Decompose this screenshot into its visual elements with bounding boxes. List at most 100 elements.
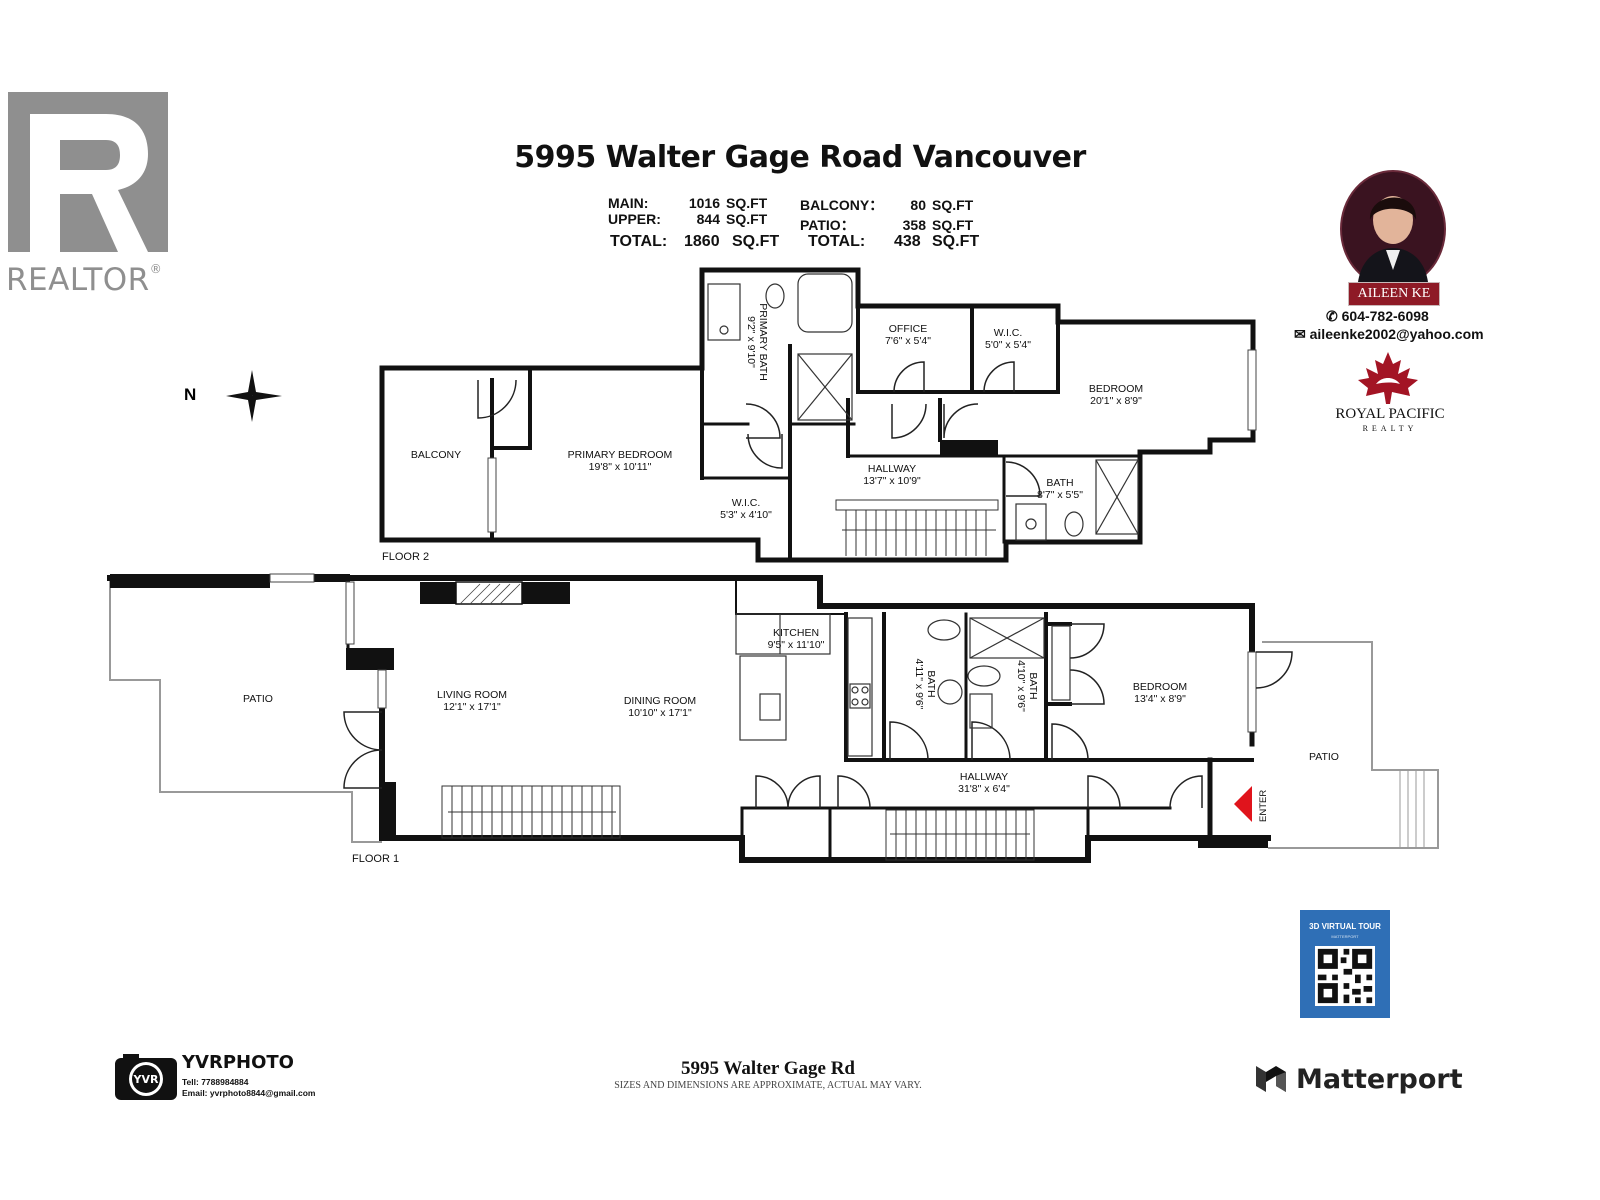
outdoor-total-value: 438 (894, 233, 921, 250)
phone-icon: ✆ (1326, 308, 1342, 324)
room-bath-a: BATH (925, 670, 937, 697)
room-wic-bedroom: W.I.C. (994, 327, 1023, 339)
svg-text:YVR: YVR (133, 1073, 159, 1086)
room-wic-primary: W.I.C. (732, 497, 761, 509)
room-patio-east: PATIO (1309, 751, 1339, 763)
room-wic-bedroom-dims: 5'0" x 5'4" (985, 339, 1031, 351)
room-dining: DINING ROOM (624, 695, 696, 707)
room-hallway-main: HALLWAY (960, 771, 1008, 783)
patio-unit: SQ.FT (932, 217, 974, 233)
realtor-logo (8, 92, 168, 252)
balcony-value: 80 (910, 197, 926, 213)
outdoor-total-unit: SQ.FT (932, 233, 980, 250)
main-label: MAIN: (608, 195, 649, 211)
compass-label: N (184, 385, 196, 404)
agent-email[interactable]: ✉ aileenke2002@yahoo.com (1294, 326, 1484, 342)
upper-label: UPPER: (608, 211, 661, 227)
patio-value: 358 (902, 217, 926, 233)
tour-subtitle: MATTERPORT (1331, 934, 1359, 939)
room-bath-upper-dims: 8'7" x 5'5" (1037, 489, 1083, 501)
east-steps (1399, 770, 1425, 848)
camera-logo-icon: YVR (115, 1054, 177, 1100)
room-bedroom-main: BEDROOM (1133, 681, 1187, 693)
room-bath-b: BATH (1027, 672, 1039, 699)
room-wic-primary-dims: 5'3" x 4'10" (720, 509, 772, 521)
room-primary-bedroom-dims: 19'8" x 10'11" (589, 461, 652, 473)
main-unit: SQ.FT (726, 195, 768, 211)
entry-arrow-icon (1234, 786, 1252, 822)
maple-leaf-icon (1358, 352, 1418, 404)
room-kitchen: KITCHEN (773, 627, 819, 639)
room-hallway-main-dims: 31'8" x 6'4" (958, 783, 1010, 795)
room-bedroom-upper: BEDROOM (1089, 383, 1143, 395)
room-bedroom-upper-dims: 20'1" x 8'9" (1090, 395, 1142, 407)
indoor-total-label: TOTAL: (610, 233, 668, 250)
footer-address: 5995 Walter Gage Rd (681, 1058, 855, 1079)
room-living-dims: 12'1" x 17'1" (443, 701, 501, 713)
room-living: LIVING ROOM (437, 689, 507, 701)
compass-icon: N (184, 370, 282, 422)
qr-code-icon[interactable] (1315, 946, 1375, 1006)
tour-title: 3D VIRTUAL TOUR (1309, 922, 1381, 931)
floor1-doors (343, 623, 1293, 809)
email-icon: ✉ (1294, 326, 1310, 342)
fireplace-hatch (459, 583, 521, 605)
room-dining-dims: 10'10" x 17'1" (628, 707, 692, 719)
room-bath-b-dims: 4'10" x 9'6" (1015, 660, 1027, 712)
matterport-logo-icon (1256, 1066, 1286, 1092)
realtor-wordmark: REALTOR® (6, 262, 163, 298)
floor2-doors (477, 361, 1041, 497)
floor1-labels: PATIO LIVING ROOM 12'1" x 17'1" DINING R… (243, 627, 1339, 795)
virtual-tour-badge[interactable]: 3D VIRTUAL TOUR MATTERPORT (1300, 910, 1390, 1018)
upper-value: 844 (696, 211, 720, 227)
floor1-windows (269, 573, 1257, 733)
room-primary-bath-dims: 9'2" x 9'10" (745, 316, 757, 368)
photographer-phone: Tell: 7788984884 (182, 1077, 249, 1087)
floor-1: ENTER PATIO LIVING ROOM 12'1" x 17'1" DI… (107, 573, 1439, 865)
room-primary-bath: PRIMARY BATH (757, 303, 769, 381)
agent-phone[interactable]: ✆ 604-782-6098 (1326, 308, 1429, 324)
upper-unit: SQ.FT (726, 211, 768, 227)
room-kitchen-dims: 9'5" x 11'10" (768, 639, 825, 651)
brokerage-name: ROYAL PACIFIC (1335, 406, 1445, 422)
room-hallway-upper-dims: 13'7" x 10'9" (863, 475, 921, 487)
brokerage-subtitle: REALTY (1362, 424, 1418, 433)
main-value: 1016 (688, 195, 720, 211)
page-title: 5995 Walter Gage Road Vancouver (514, 140, 1086, 175)
floor2-labels: BALCONY PRIMARY BEDROOM 19'8" x 10'11" P… (411, 303, 1143, 521)
photographer-name: YVRPHOTO (182, 1052, 294, 1073)
enter-label: ENTER (1258, 790, 1269, 822)
floor2-windows (487, 349, 1257, 533)
floor1-stairs (441, 785, 1035, 861)
floor2-label: FLOOR 2 (382, 551, 429, 563)
east-patio-outline (1262, 641, 1439, 849)
agent-name: AILEEN KE (1348, 282, 1440, 306)
patio-label: PATIO： (800, 217, 855, 233)
room-bedroom-main-dims: 13'4" x 8'9" (1134, 693, 1186, 705)
floor2-stairs (835, 499, 999, 556)
floor1-walls (107, 575, 1271, 863)
balcony-unit: SQ.FT (932, 197, 974, 213)
balcony-label: BALCONY： (800, 197, 884, 213)
room-primary-bedroom: PRIMARY BEDROOM (568, 449, 673, 461)
indoor-total-unit: SQ.FT (732, 233, 780, 250)
room-bath-a-dims: 4'11" x 9'6" (913, 659, 925, 710)
footer-disclaimer: SIZES AND DIMENSIONS ARE APPROXIMATE, AC… (614, 1080, 922, 1091)
room-balcony: BALCONY (411, 449, 461, 461)
room-office-dims: 7'6" x 5'4" (885, 335, 931, 347)
room-patio-west: PATIO (243, 693, 273, 705)
outdoor-total-label: TOTAL: (808, 233, 866, 250)
floor2-walls (379, 267, 1256, 563)
room-office: OFFICE (889, 323, 928, 335)
room-hallway-upper: HALLWAY (868, 463, 916, 475)
west-patio-outline (109, 580, 382, 843)
floor1-fixtures (735, 613, 1071, 757)
matterport-wordmark: Matterport (1296, 1064, 1463, 1095)
outdoor-total: TOTAL: 438 SQ.FT (808, 233, 985, 251)
floor-2: BALCONY PRIMARY BEDROOM 19'8" x 10'11" P… (379, 267, 1257, 563)
floor2-fixtures (707, 273, 1139, 541)
